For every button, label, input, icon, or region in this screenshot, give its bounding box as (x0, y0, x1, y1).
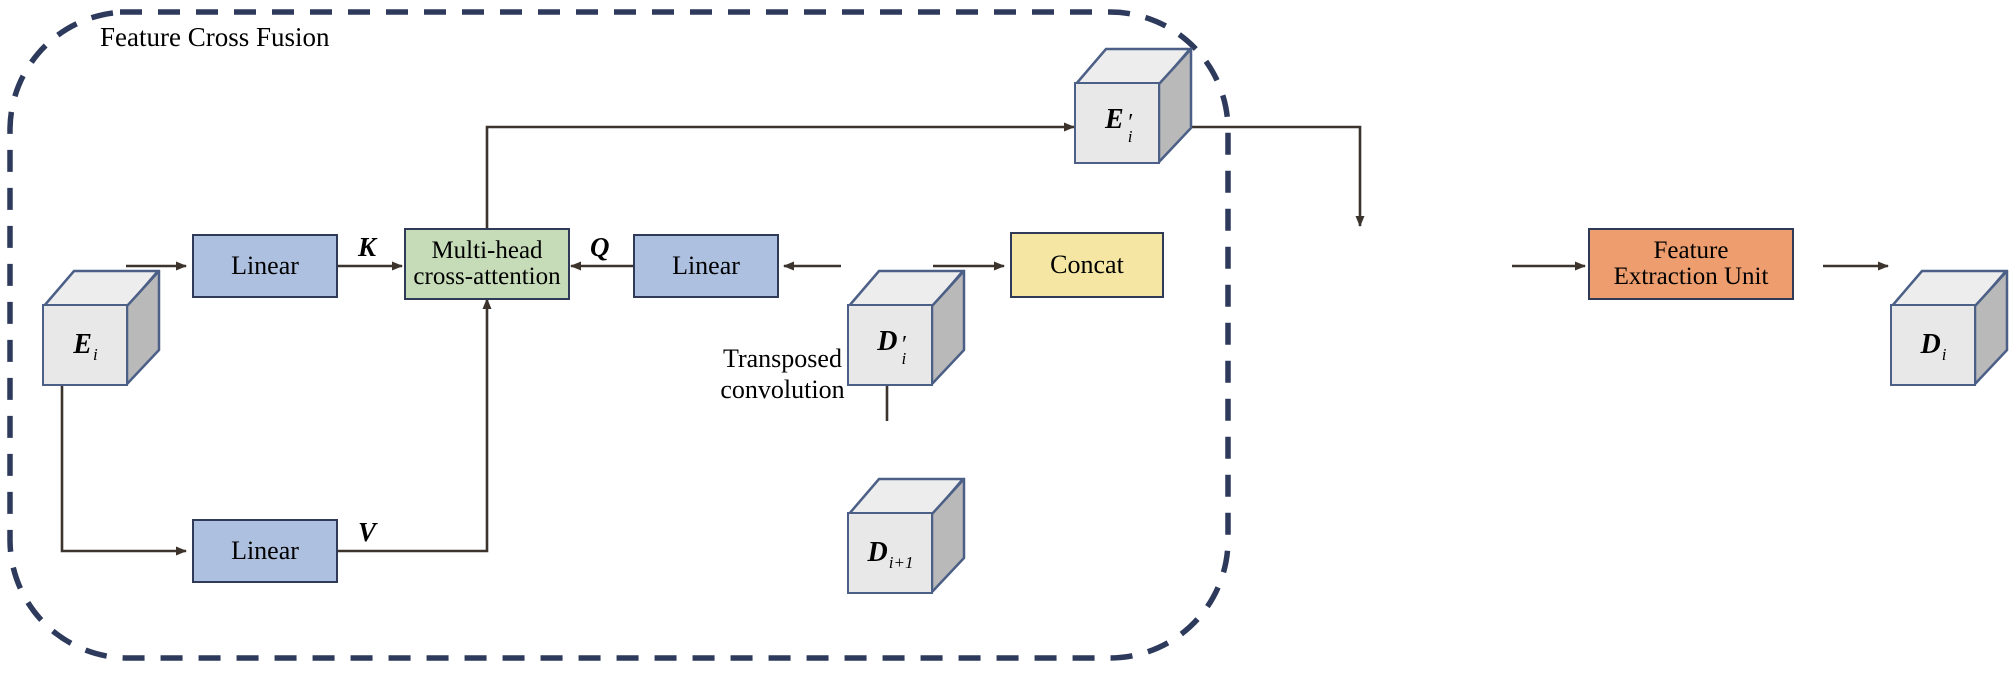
tensor-label-e-i-prime: E ′ i (1105, 104, 1133, 147)
cube-side-face (1157, 45, 1194, 166)
node-multi-head-cross-attention[interactable]: Multi-head cross-attention (404, 228, 570, 300)
node-feature-extraction-unit-label: Feature Extraction Unit (1613, 236, 1769, 290)
tensor-cube-d-i-prime: D ′ i (846, 267, 967, 388)
cube-front-face: E ′ i (1074, 82, 1160, 164)
feature-cross-fusion-boundary (7, 9, 1231, 661)
node-linear-v-label: Linear (231, 536, 299, 566)
tensor-label-d-i-prime: D ′ i (877, 326, 907, 369)
node-linear-q-label: Linear (672, 251, 740, 281)
edge-ei-prime-to-concat (1166, 125, 1365, 227)
edge-linear-v-to-attention (337, 298, 492, 553)
cube-side-face (1973, 267, 2009, 388)
node-feature-extraction-unit[interactable]: Feature Extraction Unit (1588, 228, 1794, 300)
node-attention-label: Multi-head cross-attention (413, 236, 561, 290)
node-linear-q[interactable]: Linear (633, 234, 779, 298)
tensor-cube-e-i-prime: E ′ i (1073, 45, 1194, 166)
cube-side-face (930, 267, 967, 388)
cube-front-face: D ′ i (847, 304, 933, 386)
edge-label-v: V (358, 517, 377, 547)
edge-label-q: Q (590, 232, 610, 262)
node-linear-k[interactable]: Linear (192, 234, 338, 298)
edge-attention-to-ei-prime (485, 122, 1075, 228)
cube-side-face (930, 475, 967, 596)
node-linear-v[interactable]: Linear (192, 519, 338, 583)
node-concat-label: Concat (1050, 250, 1124, 280)
diagram-title: Feature Cross Fusion (100, 22, 330, 52)
node-concat[interactable]: Concat (1010, 232, 1164, 298)
cube-side-face (125, 267, 162, 388)
node-linear-k-label: Linear (231, 251, 299, 281)
edge-label-transposed-convolution: Transposed convolution (720, 344, 845, 404)
edge-label-k: K (358, 232, 377, 262)
